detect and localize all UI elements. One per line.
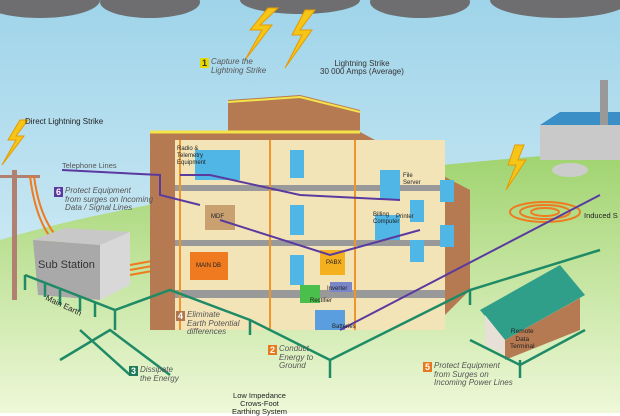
- factory: [540, 80, 620, 177]
- induced-surge-rings-icon: [509, 201, 581, 223]
- main-db-label: MAIN DB: [196, 263, 222, 269]
- mdf-label: MDF: [211, 214, 224, 220]
- printer-label: Printer: [396, 214, 414, 220]
- batteries-label: Batteries: [332, 324, 356, 330]
- rectifier-label: Rectifier: [310, 298, 333, 304]
- telephone-line: [61, 169, 601, 331]
- remote-data-terminal: [480, 265, 585, 360]
- earth-grid: [23, 248, 601, 378]
- sub-station-label: Sub Station: [38, 259, 95, 271]
- direct-strike-label: Direct Lightning Strike: [25, 117, 104, 126]
- clouds: [0, 0, 620, 18]
- induced-surge-label: Induced S: [584, 211, 618, 220]
- pabx-label: PABX: [326, 260, 342, 266]
- inverter-label: Inverter: [327, 286, 348, 292]
- telephone-lines-label: Telephone Lines: [62, 161, 117, 170]
- lightning-bolt-icon: [1, 7, 527, 191]
